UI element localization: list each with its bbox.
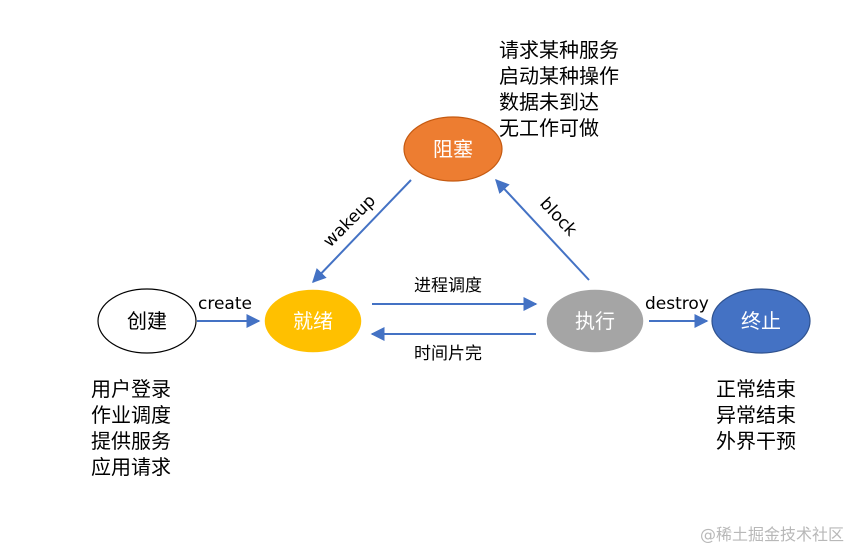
node-label-blocked: 阻塞 (433, 137, 473, 161)
note-create-causes: 用户登录 作业调度 提供服务 应用请求 (91, 376, 171, 480)
note-line: 数据未到达 (499, 90, 599, 114)
edge-label-block: block (535, 194, 580, 241)
edge-label-create: create (198, 294, 252, 314)
node-running: 执行 (545, 288, 645, 354)
node-label-create: 创建 (127, 309, 167, 333)
note-line: 请求某种服务 (499, 38, 619, 62)
note-line: 作业调度 (91, 403, 171, 427)
note-blocked-causes: 请求某种服务 启动某种操作 数据未到达 无工作可做 (499, 37, 619, 141)
node-ready: 就绪 (263, 288, 363, 354)
edge-block (495, 178, 590, 281)
edge-label-timeslice: 时间片完 (414, 344, 482, 364)
note-line: 正常结束 (716, 377, 796, 401)
note-terminate-causes: 正常结束 异常结束 外界干预 (716, 376, 796, 454)
node-create: 创建 (97, 288, 197, 354)
node-blocked: 阻塞 (403, 116, 503, 182)
edge-wakeup (312, 179, 412, 284)
node-label-running: 执行 (575, 309, 615, 333)
note-line: 用户登录 (91, 377, 171, 401)
note-line: 启动某种操作 (499, 64, 619, 88)
node-label-terminate: 终止 (741, 309, 781, 333)
watermark: @稀土掘金技术社区 (699, 525, 844, 544)
note-line: 应用请求 (91, 455, 171, 479)
note-line: 外界干预 (716, 429, 796, 453)
note-line: 异常结束 (716, 403, 796, 427)
note-line: 无工作可做 (499, 116, 599, 140)
node-label-ready: 就绪 (293, 309, 333, 333)
edge-label-destroy: destroy (645, 294, 709, 314)
edge-label-schedule: 进程调度 (414, 276, 482, 296)
node-terminate: 终止 (711, 288, 811, 354)
note-line: 提供服务 (91, 429, 171, 453)
